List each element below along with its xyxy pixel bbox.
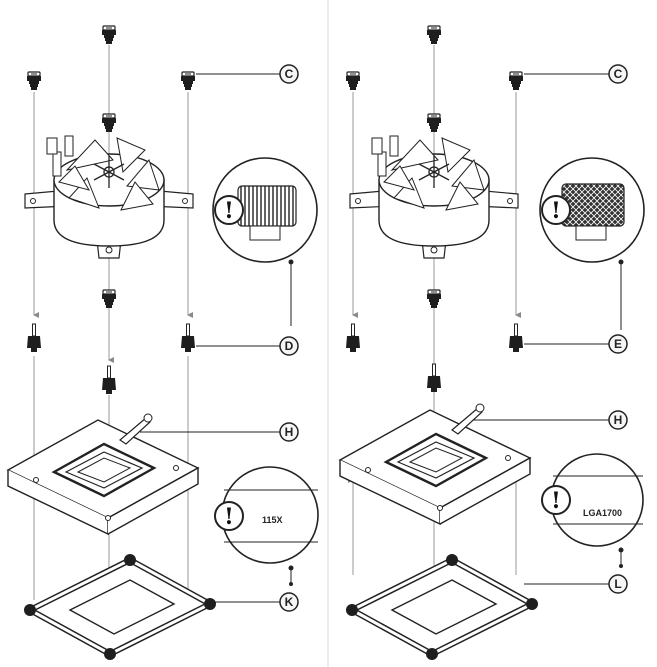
left-guide-lines <box>33 45 193 655</box>
left-standoff-right <box>180 323 196 353</box>
svg-text:C: C <box>285 67 294 81</box>
right-standoff-left <box>345 323 361 353</box>
left-warning-icon <box>214 195 244 225</box>
right-screw-left <box>345 71 361 91</box>
callout-right-L: L <box>608 574 628 594</box>
right-warning-mark-2: ! <box>551 488 561 514</box>
left-top-screw <box>101 25 117 45</box>
callout-left-H: H <box>279 422 299 442</box>
left-standoff-left <box>26 323 42 353</box>
callout-right-C: C <box>608 64 628 84</box>
svg-text:C: C <box>614 67 623 81</box>
svg-text:K: K <box>285 595 294 609</box>
callout-right-H: H <box>608 410 628 430</box>
right-top-screw <box>426 25 442 45</box>
right-center-screw <box>426 289 442 309</box>
left-screw-right <box>180 71 196 91</box>
left-screw-left <box>26 71 42 91</box>
svg-text:D: D <box>285 339 294 353</box>
left-warning-icon-2 <box>214 501 244 531</box>
callout-left-K: K <box>279 592 299 612</box>
callout-left-D: D <box>279 336 299 356</box>
svg-text:H: H <box>285 425 294 439</box>
left-standoff-center <box>101 365 117 395</box>
right-detail-socket-marking: LGA1700 ! <box>541 453 644 547</box>
right-leaders <box>466 73 622 585</box>
right-detail-knurled-nut: ! <box>539 157 645 263</box>
left-backplate <box>24 554 216 660</box>
right-warning-icon <box>541 195 571 225</box>
right-backplate <box>346 554 538 660</box>
left-socket-label: 115X <box>262 515 283 525</box>
right-screw-right <box>508 71 524 91</box>
right-warning-mark: ! <box>551 198 561 224</box>
left-warning-mark-2: ! <box>224 504 234 530</box>
svg-text:H: H <box>614 413 623 427</box>
right-standoff-center <box>426 363 442 393</box>
right-standoff-right <box>508 323 524 353</box>
right-socket-assembly <box>338 402 532 526</box>
callout-right-E: E <box>608 334 628 354</box>
left-panel: ! 115X ! C D H K <box>6 25 319 660</box>
right-panel: ! LGA1700 ! C E H L <box>338 25 645 660</box>
left-detail-knurled-nut: ! <box>212 157 318 263</box>
callout-left-C: C <box>279 64 299 84</box>
svg-text:E: E <box>614 337 622 351</box>
right-socket-label: LGA1700 <box>583 508 622 518</box>
left-detail-socket-marking: 115X ! <box>214 466 319 564</box>
left-center-screw <box>101 289 117 309</box>
svg-text:L: L <box>614 577 621 591</box>
right-warning-icon-2 <box>541 485 571 515</box>
left-warning-mark: ! <box>224 198 234 224</box>
